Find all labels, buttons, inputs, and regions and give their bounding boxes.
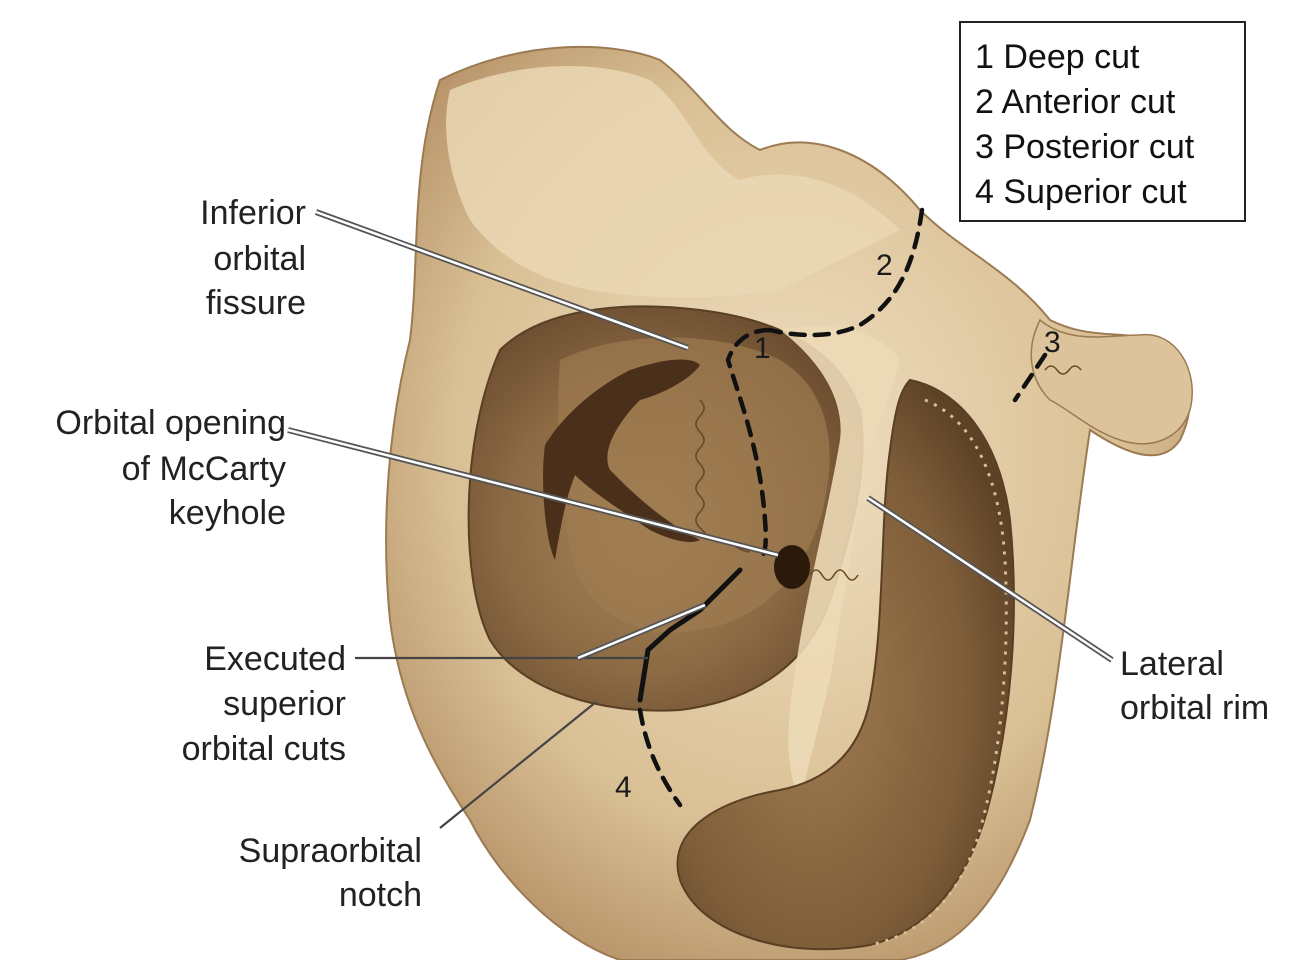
label-line: Executed bbox=[204, 640, 346, 678]
cut-number-2: 2 bbox=[876, 249, 893, 282]
legend: 1 Deep cut 2 Anterior cut 3 Posterior cu… bbox=[960, 22, 1245, 221]
label-lateral-orbital-rim: Lateral orbital rim bbox=[1120, 645, 1269, 727]
label-line: fissure bbox=[206, 284, 306, 322]
label-line: orbital bbox=[213, 240, 306, 278]
label-inferior-orbital-fissure: Inferior orbital fissure bbox=[200, 194, 306, 322]
cut-number-1: 1 bbox=[754, 332, 771, 365]
label-line: keyhole bbox=[169, 494, 286, 532]
label-supraorbital-notch: Supraorbital notch bbox=[239, 832, 422, 914]
legend-item-superior-cut: 4 Superior cut bbox=[975, 173, 1187, 211]
label-line: orbital cuts bbox=[182, 730, 346, 768]
label-orbital-opening: Orbital opening of McCarty keyhole bbox=[55, 404, 286, 532]
label-line: Lateral bbox=[1120, 645, 1224, 683]
keyhole-opening bbox=[774, 545, 810, 589]
label-executed-cuts: Executed superior orbital cuts bbox=[182, 640, 346, 768]
label-line: of McCarty bbox=[122, 450, 286, 488]
legend-item-anterior-cut: 2 Anterior cut bbox=[975, 83, 1176, 121]
label-line: Orbital opening bbox=[55, 404, 286, 442]
label-line: orbital rim bbox=[1120, 689, 1269, 727]
cut-number-4: 4 bbox=[615, 771, 632, 804]
legend-item-posterior-cut: 3 Posterior cut bbox=[975, 128, 1195, 166]
cut-number-3: 3 bbox=[1044, 326, 1061, 359]
label-line: Inferior bbox=[200, 194, 306, 232]
label-line: notch bbox=[339, 876, 422, 914]
label-line: superior bbox=[223, 685, 346, 723]
label-line: Supraorbital bbox=[239, 832, 422, 870]
legend-item-deep-cut: 1 Deep cut bbox=[975, 38, 1140, 76]
